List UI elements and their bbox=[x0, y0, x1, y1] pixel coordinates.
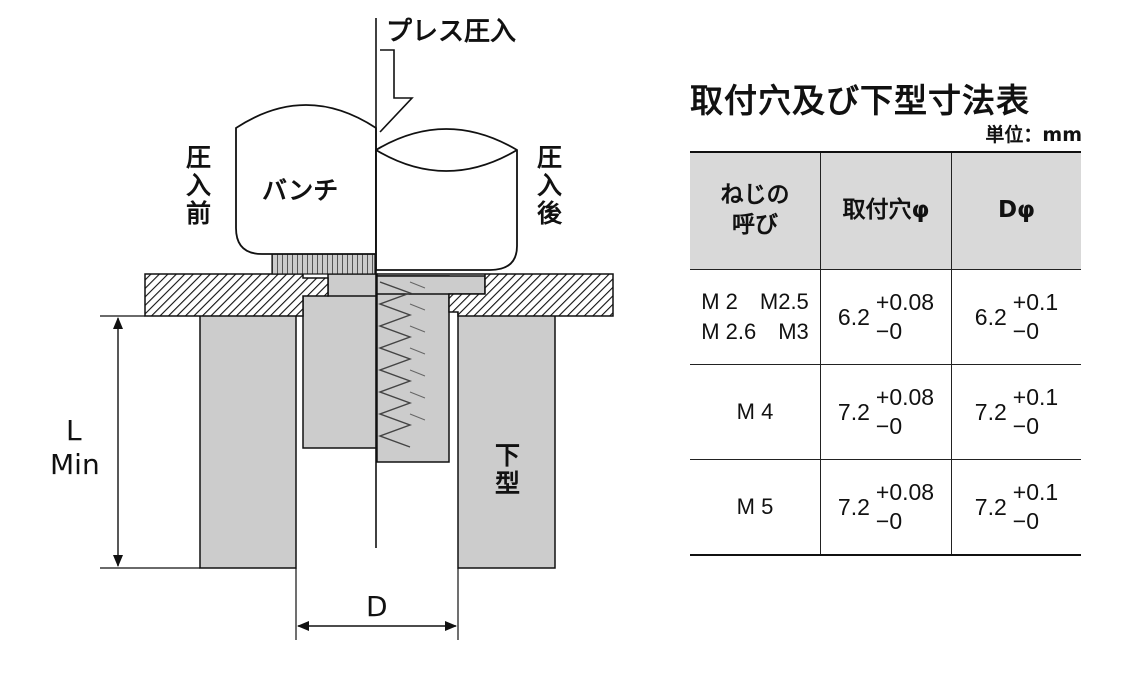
table-unit: 単位：mm bbox=[985, 124, 1082, 146]
thread-cell: M 4 bbox=[690, 364, 821, 460]
table-row: M 2 M2.5 M 2.6 M3 6.2+0.08−0 6.2+0.1−0 bbox=[690, 269, 1081, 365]
after-label-1: 圧 bbox=[537, 143, 562, 172]
length-label-min: Min bbox=[50, 448, 100, 481]
knurl-ring bbox=[271, 253, 376, 275]
insert-nut-left-collar bbox=[327, 273, 378, 297]
dimension-table: ねじの 呼び 取付穴φ Dφ M 2 M2.5 M 2.6 M3 6.2+0.0… bbox=[690, 151, 1081, 556]
before-label-3: 前 bbox=[186, 199, 211, 228]
table-row: M 5 7.2+0.08−0 7.2+0.1−0 bbox=[690, 459, 1081, 556]
punch-label: バンチ bbox=[262, 176, 338, 205]
insert-nut-right-body bbox=[376, 275, 450, 463]
before-label-2: 入 bbox=[186, 171, 211, 200]
thread-cell: M 5 bbox=[690, 459, 821, 556]
length-label-l: L bbox=[66, 414, 82, 447]
table-row: M 4 7.2+0.08−0 7.2+0.1−0 bbox=[690, 364, 1081, 460]
d-cell: 7.2+0.1−0 bbox=[951, 364, 1081, 460]
hole-cell: 6.2+0.08−0 bbox=[820, 269, 952, 365]
panel-sheet bbox=[144, 273, 329, 317]
die-label-2: 型 bbox=[495, 469, 520, 498]
table-title: 取付穴及び下型寸法表 bbox=[690, 81, 1030, 120]
header-d: Dφ bbox=[951, 151, 1081, 270]
press-label: プレス圧入 bbox=[386, 17, 516, 47]
hole-cell: 7.2+0.08−0 bbox=[820, 364, 952, 460]
die-right-block bbox=[457, 311, 556, 569]
die-label-1: 下 bbox=[495, 441, 520, 470]
press-arrow bbox=[379, 49, 414, 133]
punch-after-lens bbox=[375, 149, 518, 172]
thread-profile-inner bbox=[409, 281, 426, 421]
before-label-1: 圧 bbox=[186, 143, 211, 172]
d-cell: 6.2+0.1−0 bbox=[951, 269, 1081, 365]
die-left-block bbox=[199, 311, 297, 569]
hole-cell: 7.2+0.08−0 bbox=[820, 459, 952, 556]
d-cell: 7.2+0.1−0 bbox=[951, 459, 1081, 556]
thread-cell: M 2 M2.5 M 2.6 M3 bbox=[690, 269, 821, 365]
diameter-label: D bbox=[366, 590, 388, 623]
header-hole: 取付穴φ bbox=[820, 151, 952, 270]
insert-nut-right-collar bbox=[376, 275, 486, 295]
punch-after bbox=[375, 128, 518, 271]
header-thread: ねじの 呼び bbox=[690, 151, 821, 270]
thread-profile bbox=[377, 281, 413, 448]
panel-sheet-right bbox=[377, 273, 614, 317]
after-label-2: 入 bbox=[537, 171, 562, 200]
insert-nut-left-body bbox=[302, 292, 378, 449]
table-header-row: ねじの 呼び 取付穴φ Dφ bbox=[690, 151, 1081, 270]
press-fit-diagram: プレス圧入 バンチ 圧 入 前 圧 入 後 下 型 L Min D bbox=[50, 17, 614, 640]
after-label-3: 後 bbox=[537, 199, 563, 228]
